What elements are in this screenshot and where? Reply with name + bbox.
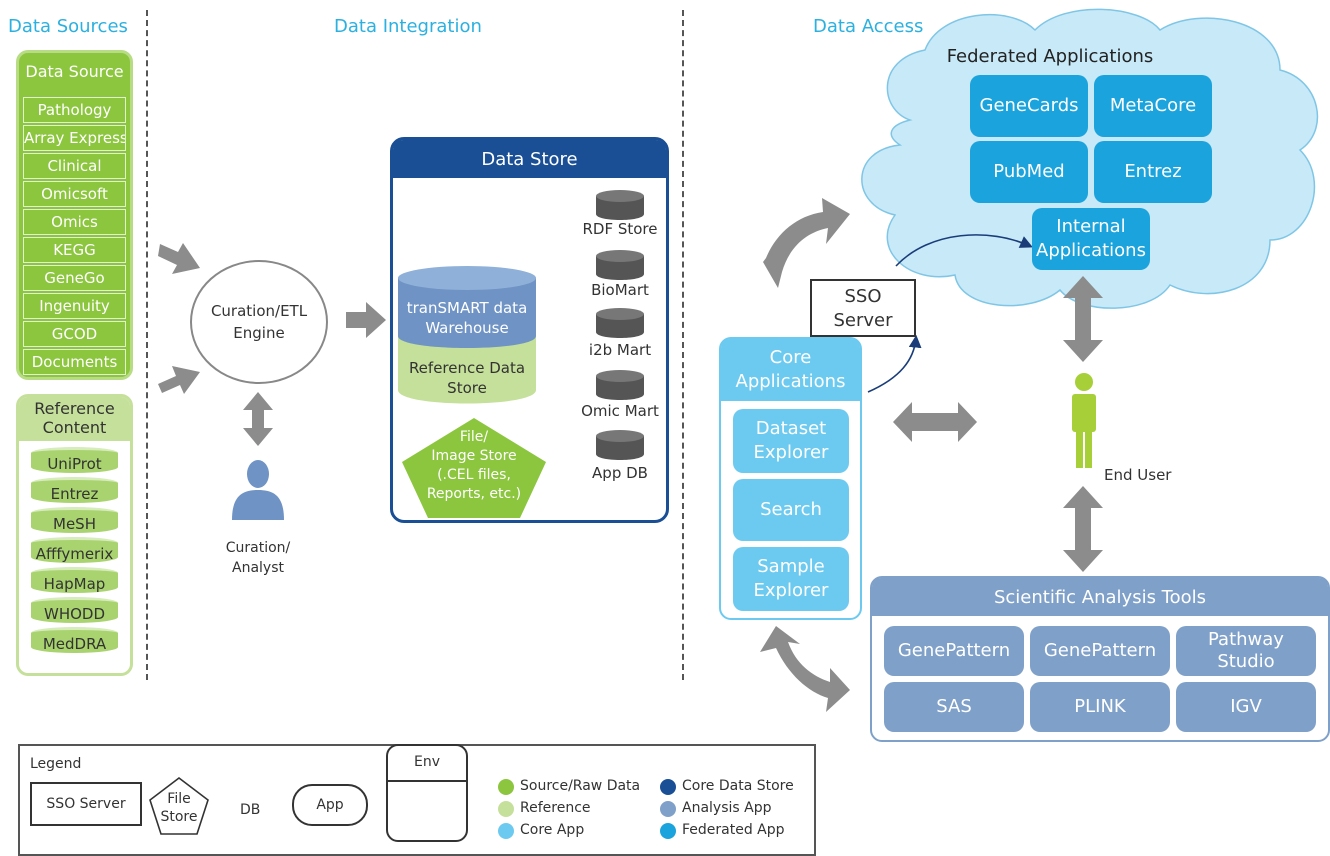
arrow-core-cloud [763,198,850,288]
warehouse-cylinder [398,266,536,404]
fed-app-entrez: Entrez [1094,141,1212,203]
arrow-cloud-enduser [1063,276,1103,362]
data-source-title: Data Source [25,62,124,81]
legend-label-federated-app: Federated App [682,822,785,838]
legend-file-store-pentagon [149,776,209,835]
arrow-reference-to-engine [158,366,200,394]
reference-db-item: MeSH [31,507,118,533]
file-store-pentagon [402,418,546,518]
analysis-app-sas: SAS [884,682,1024,732]
section-title-access: Data Access [813,16,924,37]
data-source-item: Omics [23,209,126,235]
arrow-source-to-engine [158,243,200,274]
section-title-integration: Data Integration [334,16,482,37]
legend-dot-analysis-app [660,801,676,817]
legend-title: Legend [30,756,82,772]
arrow-engine-analyst [243,392,273,446]
legend-sso-server: SSO Server [30,782,142,826]
divider-access [682,10,684,680]
legend-label-analysis-app: Analysis App [682,800,772,816]
db-label-rdf: RDF Store [582,220,658,238]
analysis-tools-box: Scientific Analysis Tools GenePattern Ge… [870,576,1330,742]
legend-app: App [292,784,368,826]
db-cylinders [596,190,644,460]
section-title-sources: Data Sources [8,16,128,37]
data-source-panel: Data Source Pathology Array Express Clin… [16,50,133,380]
legend-label-core-data-store: Core Data Store [682,778,794,794]
analysis-app-genepattern: GenePattern [884,626,1024,676]
analyst-person-icon [232,460,284,520]
arrow-core-enduser [893,402,977,442]
data-store-title: Data Store [393,140,666,178]
legend-label-core-app: Core App [520,822,585,838]
reference-db-item: UniProt [31,447,118,473]
legend-dot-core-app [498,823,514,839]
reference-db-item: Afffymerix [31,537,118,563]
db-label-biomart: BioMart [591,281,649,299]
reference-db-item: HapMap [31,567,118,593]
legend-dot-reference [498,801,514,817]
data-source-item: Clinical [23,153,126,179]
data-source-item: GeneGo [23,265,126,291]
arrow-engine-to-store [346,302,386,338]
arrow-core-to-sso [867,334,922,393]
data-source-item: KEGG [23,237,126,263]
fed-app-genecards: GeneCards [970,75,1088,137]
legend-dot-core-data-store [660,779,676,795]
data-source-item: Omicsoft [23,181,126,207]
federated-applications-title: Federated Applications [946,46,1154,67]
data-source-item: Array Express [23,125,126,151]
data-source-item: Pathology [23,97,126,123]
legend-env: Env [386,744,468,842]
analysis-app-igv: IGV [1176,682,1316,732]
core-app-search: Search [733,479,849,541]
reference-db-item: MedDRA [31,627,118,653]
data-source-item: GCOD [23,321,126,347]
db-label-appdb: App DB [592,464,648,482]
reference-db-item: Entrez [31,477,118,503]
data-source-item: Documents [23,349,126,375]
arrow-enduser-analysis [1063,486,1103,572]
analysis-tools-title: Scientific Analysis Tools [872,578,1328,616]
legend-label-source: Source/Raw Data [520,778,641,794]
arrow-core-analysis [760,626,850,712]
reference-db-item: WHODD [31,597,118,623]
fed-app-pubmed: PubMed [970,141,1088,203]
legend-label-reference: Reference [520,800,591,816]
fed-app-metacore: MetaCore [1094,75,1212,137]
arrow-sso-to-internal [895,234,1033,267]
legend-db: DB [240,802,261,818]
legend-dot-federated-app [660,823,676,839]
divider-sources [146,10,148,680]
db-label-i2b: i2b Mart [588,341,652,359]
end-user-person-icon [1072,373,1096,468]
file-store-label: File/ Image Store (.CEL files, Reports, … [426,429,522,502]
legend-dot-source [498,779,514,795]
analysis-app-plink: PLINK [1030,682,1170,732]
analyst-label: Curation/Analyst [225,540,291,576]
end-user-label: End User [1104,466,1172,484]
analysis-app-genepattern-2: GenePattern [1030,626,1170,676]
db-label-omic: Omic Mart [581,402,659,420]
data-source-item: Ingenuity [23,293,126,319]
